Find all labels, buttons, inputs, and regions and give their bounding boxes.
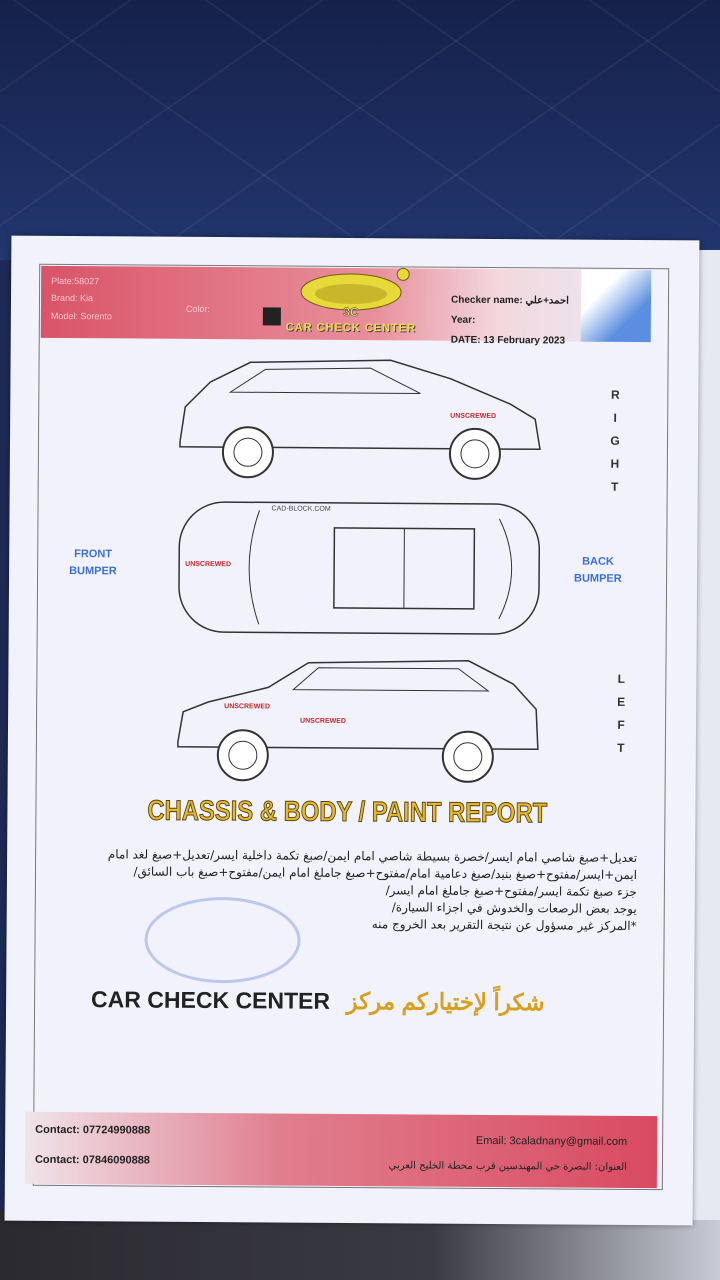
year-field: Year:: [450, 314, 476, 326]
plate-field: Plate:58027: [51, 275, 100, 287]
checker-field: Checker name: احمد+علي: [450, 294, 569, 307]
car-left-side-view: [177, 660, 539, 783]
letter: I: [613, 410, 617, 425]
report-title: CHASSIS & BODY / PAINT REPORT: [147, 794, 548, 829]
contact-email: Email: 3caladnany@gmail.com: [475, 1134, 628, 1148]
color-label: Color:: [185, 303, 210, 314]
label-line: FRONT: [74, 548, 113, 561]
report-header: Plate:58027 Brand: Kia Model: Sorento Co…: [40, 265, 652, 346]
letter: R: [610, 387, 620, 402]
left-side-label: L E F T: [614, 668, 629, 760]
date-field: DATE: 13 February 2023: [450, 334, 566, 347]
letter: H: [610, 456, 620, 471]
header-accent: [580, 269, 652, 343]
contact-phone-2: Contact: 07846090888: [34, 1153, 151, 1167]
logo-text: CAR CHECK CENTER: [285, 321, 416, 335]
company-logo: 3C CAR CHECK CENTER: [281, 259, 422, 340]
back-bumper-label: BACK BUMPER: [574, 554, 622, 588]
contact-phone-1: Contact: 07724990888: [35, 1123, 151, 1137]
letter: L: [617, 671, 626, 686]
address: العنوان: البصرة حي المهندسين قرب محطة ال…: [388, 1160, 627, 1173]
background-fabric: [0, 0, 720, 260]
letter: F: [617, 717, 625, 732]
letter: T: [617, 740, 625, 755]
turtle-logo-icon: 3C: [300, 267, 410, 319]
report-notes: تعديل+صبغ شاصي امام ايسر/خصرة بسيطة شاصي…: [47, 846, 638, 935]
model-field: Model: Sorento: [50, 310, 112, 322]
unscrewed-mark: UNSCREWED: [224, 703, 271, 711]
letter: G: [610, 433, 620, 448]
thanks-arabic: شكراً لإختياركم مركز: [346, 987, 545, 1016]
unscrewed-mark: UNSCREWED: [450, 412, 497, 420]
thanks-english: CAR CHECK CENTER: [91, 986, 331, 1014]
brand-field: Brand: Kia: [50, 292, 94, 304]
label-line: BUMPER: [69, 565, 117, 578]
report-sheet: Plate:58027 Brand: Kia Model: Sorento Co…: [4, 235, 700, 1226]
letter: T: [610, 479, 619, 494]
cad-watermark: CAD-BLOCK.COM: [271, 505, 331, 513]
unscrewed-mark: UNSCREWED: [185, 560, 232, 569]
logo-badge: 3C: [343, 305, 359, 319]
right-side-label: R I G H T: [608, 384, 623, 499]
letter: E: [617, 694, 626, 709]
unscrewed-mark: UNSCREWED: [300, 717, 346, 725]
car-top-view: [178, 501, 541, 635]
front-bumper-label: FRONT BUMPER: [69, 546, 117, 580]
label-line: BUMPER: [574, 572, 622, 585]
report-footer: Contact: 07724990888 Contact: 0784609088…: [24, 1111, 658, 1189]
label-line: BACK: [582, 555, 614, 568]
thanks-line: CAR CHECK CENTER شكراً لإختياركم مركز: [91, 986, 545, 1016]
color-swatch: [262, 307, 281, 326]
car-right-side-view: [179, 359, 541, 480]
